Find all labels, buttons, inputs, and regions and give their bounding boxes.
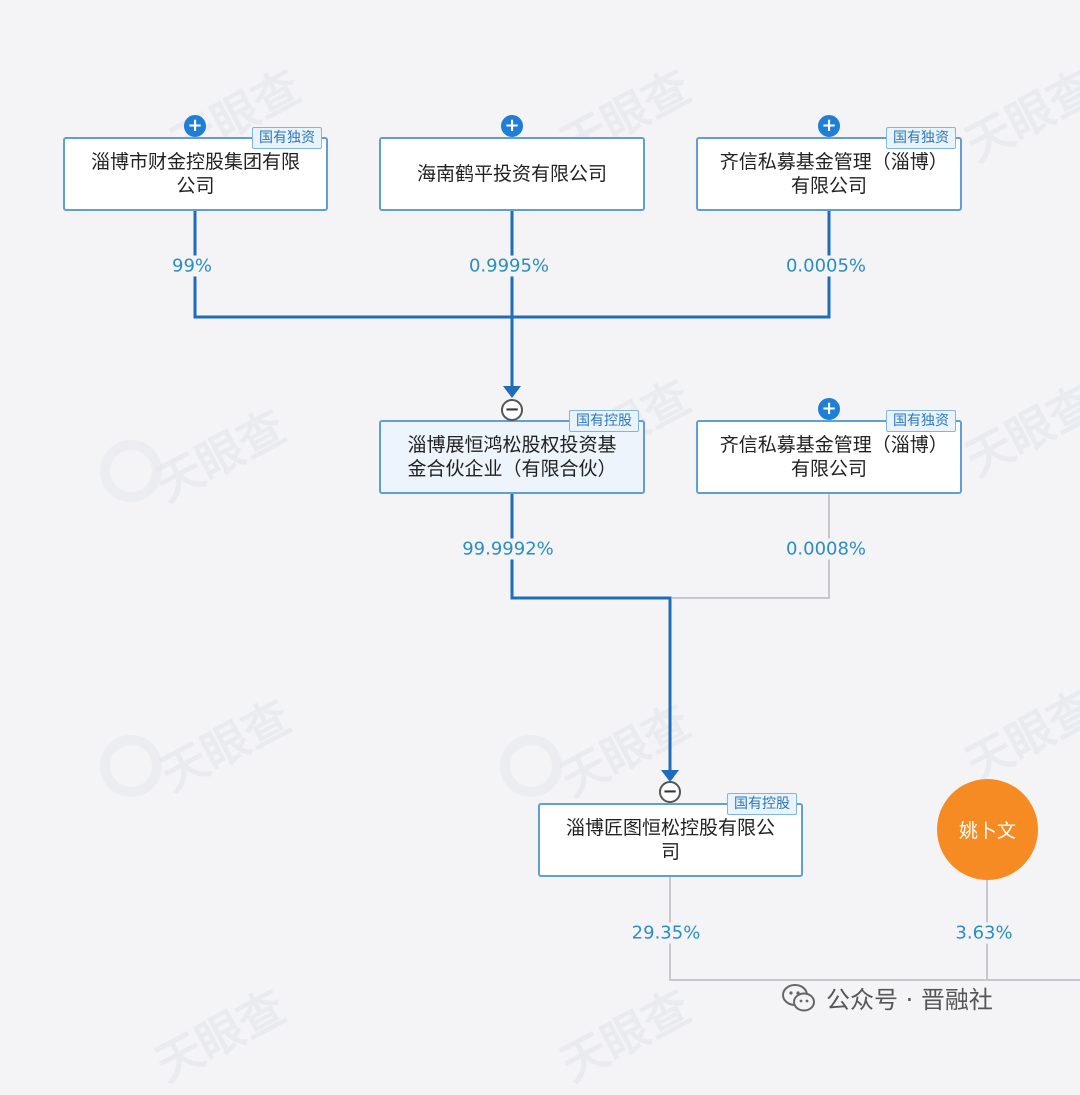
- edge-percent-label: 99%: [167, 255, 217, 277]
- watermark-logo-icon: [100, 440, 162, 502]
- expand-plus-icon[interactable]: +: [501, 115, 523, 137]
- arrow-icon: [661, 770, 679, 782]
- arrow-icon: [503, 386, 521, 398]
- expand-plus-icon[interactable]: +: [184, 115, 206, 137]
- edge-line-main: [510, 494, 672, 772]
- company-name: 齐信私募基金管理（淄博）有限公司: [719, 151, 939, 197]
- edges-to-jiangtu: [510, 494, 830, 782]
- edge-percent-label: 29.35%: [627, 922, 705, 944]
- company-name: 海南鹤平投资有限公司: [416, 163, 607, 185]
- wechat-icon: [782, 983, 815, 1011]
- wechat-footer: 公众号 · 晋融社: [782, 980, 993, 1015]
- person-node[interactable]: 姚卜文: [937, 779, 1038, 880]
- edge-percent-label: 0.0008%: [781, 538, 871, 560]
- company-name: 淄博匠图恒松控股有限公司: [565, 817, 775, 863]
- edges-to-zhanheng: [193, 210, 831, 398]
- edge-percent-label: 0.0005%: [781, 255, 871, 277]
- footer-text: 公众号 · 晋融社: [826, 986, 993, 1014]
- edges-downstream: [669, 877, 1080, 981]
- watermark-logo-icon: [500, 735, 562, 797]
- expand-plus-icon[interactable]: +: [818, 398, 840, 420]
- company-node-hainan-heping[interactable]: 海南鹤平投资有限公司: [379, 137, 645, 211]
- ownership-badge: 国有独资: [886, 410, 956, 432]
- edge-line-jiangtu-out: [669, 877, 1080, 981]
- ownership-badge: 国有独资: [252, 127, 322, 149]
- company-node-qixin-mid[interactable]: 齐信私募基金管理（淄博）有限公司 国有独资: [696, 410, 962, 494]
- ownership-badge: 国有控股: [727, 793, 797, 815]
- equity-structure-diagram: 天眼查 天眼查 天眼查 天眼查 天眼查 天眼查 天眼查 天眼查 天眼查 天眼查 …: [63, 115, 1080, 1015]
- edge-percent-label: 99.9992%: [458, 538, 558, 560]
- ownership-badge: 国有控股: [569, 410, 639, 432]
- company-name: 淄博展恒鸿松股权投资基金合伙企业（有限合伙）: [407, 434, 617, 480]
- expand-plus-icon[interactable]: +: [818, 115, 840, 137]
- edge-line-minor: [672, 494, 830, 599]
- company-name: 齐信私募基金管理（淄博）有限公司: [719, 434, 939, 480]
- edge-percent-label: 0.9995%: [464, 255, 554, 277]
- collapse-minus-icon[interactable]: −: [501, 399, 523, 421]
- watermark-logo-icon: [100, 735, 162, 797]
- company-node-qixin-top[interactable]: 齐信私募基金管理（淄博）有限公司 国有独资: [696, 127, 962, 211]
- company-node-jiangtu[interactable]: 淄博匠图恒松控股有限公司 国有控股: [538, 793, 803, 877]
- company-name: 淄博市财金控股集团有限公司: [90, 151, 300, 197]
- company-node-zibo-caijin[interactable]: 淄博市财金控股集团有限公司 国有独资: [63, 127, 328, 211]
- company-node-zhanheng[interactable]: 淄博展恒鸿松股权投资基金合伙企业（有限合伙） 国有控股: [379, 410, 645, 494]
- ownership-badge: 国有独资: [886, 127, 956, 149]
- collapse-minus-icon[interactable]: −: [659, 781, 681, 803]
- edge-percent-label: 3.63%: [951, 922, 1017, 944]
